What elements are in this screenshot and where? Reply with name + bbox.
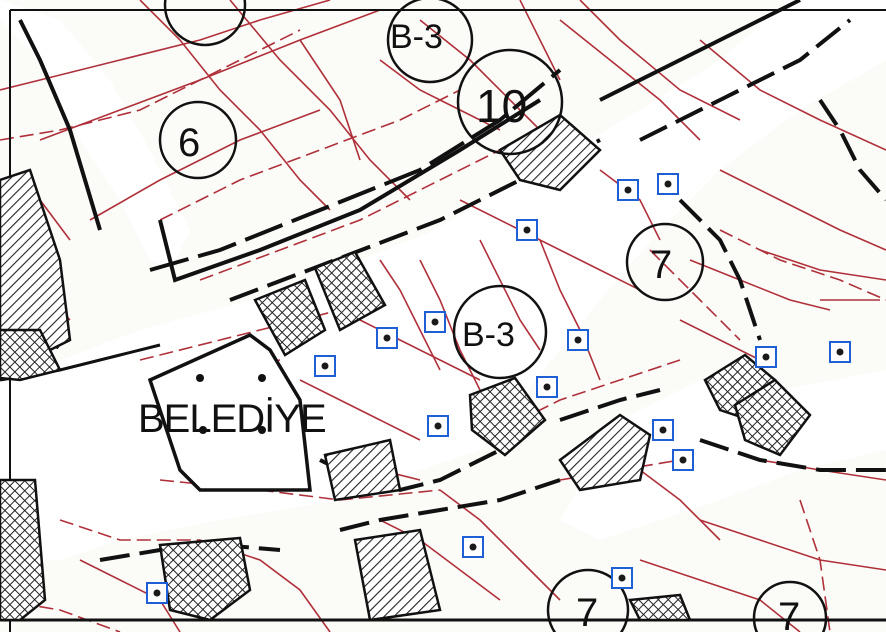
marker-icon xyxy=(424,311,446,333)
marker-icon xyxy=(755,346,777,368)
marker-icon xyxy=(462,536,484,558)
marker-icon xyxy=(376,327,398,349)
marker-icon xyxy=(652,419,674,441)
zone-circle-b3-top xyxy=(386,0,474,84)
marker-icon xyxy=(829,341,851,363)
municipality-building xyxy=(147,332,312,492)
block-label-7a: 7 xyxy=(650,243,672,287)
block-circle-10 xyxy=(456,48,564,156)
marker-icon xyxy=(611,567,633,589)
marker-icon xyxy=(536,376,558,398)
hatched-buildings xyxy=(0,113,812,622)
block-circle-7b xyxy=(546,568,630,632)
block-label-10: 10 xyxy=(476,80,527,132)
marker-icon xyxy=(516,219,538,241)
block-circle-7a xyxy=(625,222,705,302)
map-labels: B-3 10 6 7 B-3 7 7 BELEDİYE xyxy=(138,18,800,632)
place-label-belediye: BELEDİYE xyxy=(138,396,326,441)
block-circle-6 xyxy=(158,100,238,180)
zone-label-top: B-3 xyxy=(390,18,443,56)
partial-circle-top xyxy=(163,0,247,47)
marker-icon xyxy=(672,449,694,471)
marker-icon xyxy=(314,355,336,377)
marker-icon xyxy=(617,179,639,201)
marker-icon xyxy=(146,582,168,604)
block-label-6: 6 xyxy=(178,121,200,165)
block-circles xyxy=(158,0,828,632)
block-circle-7c xyxy=(752,580,828,632)
block-label-7b: 7 xyxy=(576,591,598,632)
zone-label-b3: B-3 xyxy=(462,316,515,354)
zone-circle-b3 xyxy=(452,284,548,380)
block-label-7c: 7 xyxy=(778,595,800,632)
marker-icon xyxy=(567,329,589,351)
marker-icon xyxy=(427,415,449,437)
marker-icon xyxy=(657,173,679,195)
marker-layer xyxy=(146,173,851,604)
